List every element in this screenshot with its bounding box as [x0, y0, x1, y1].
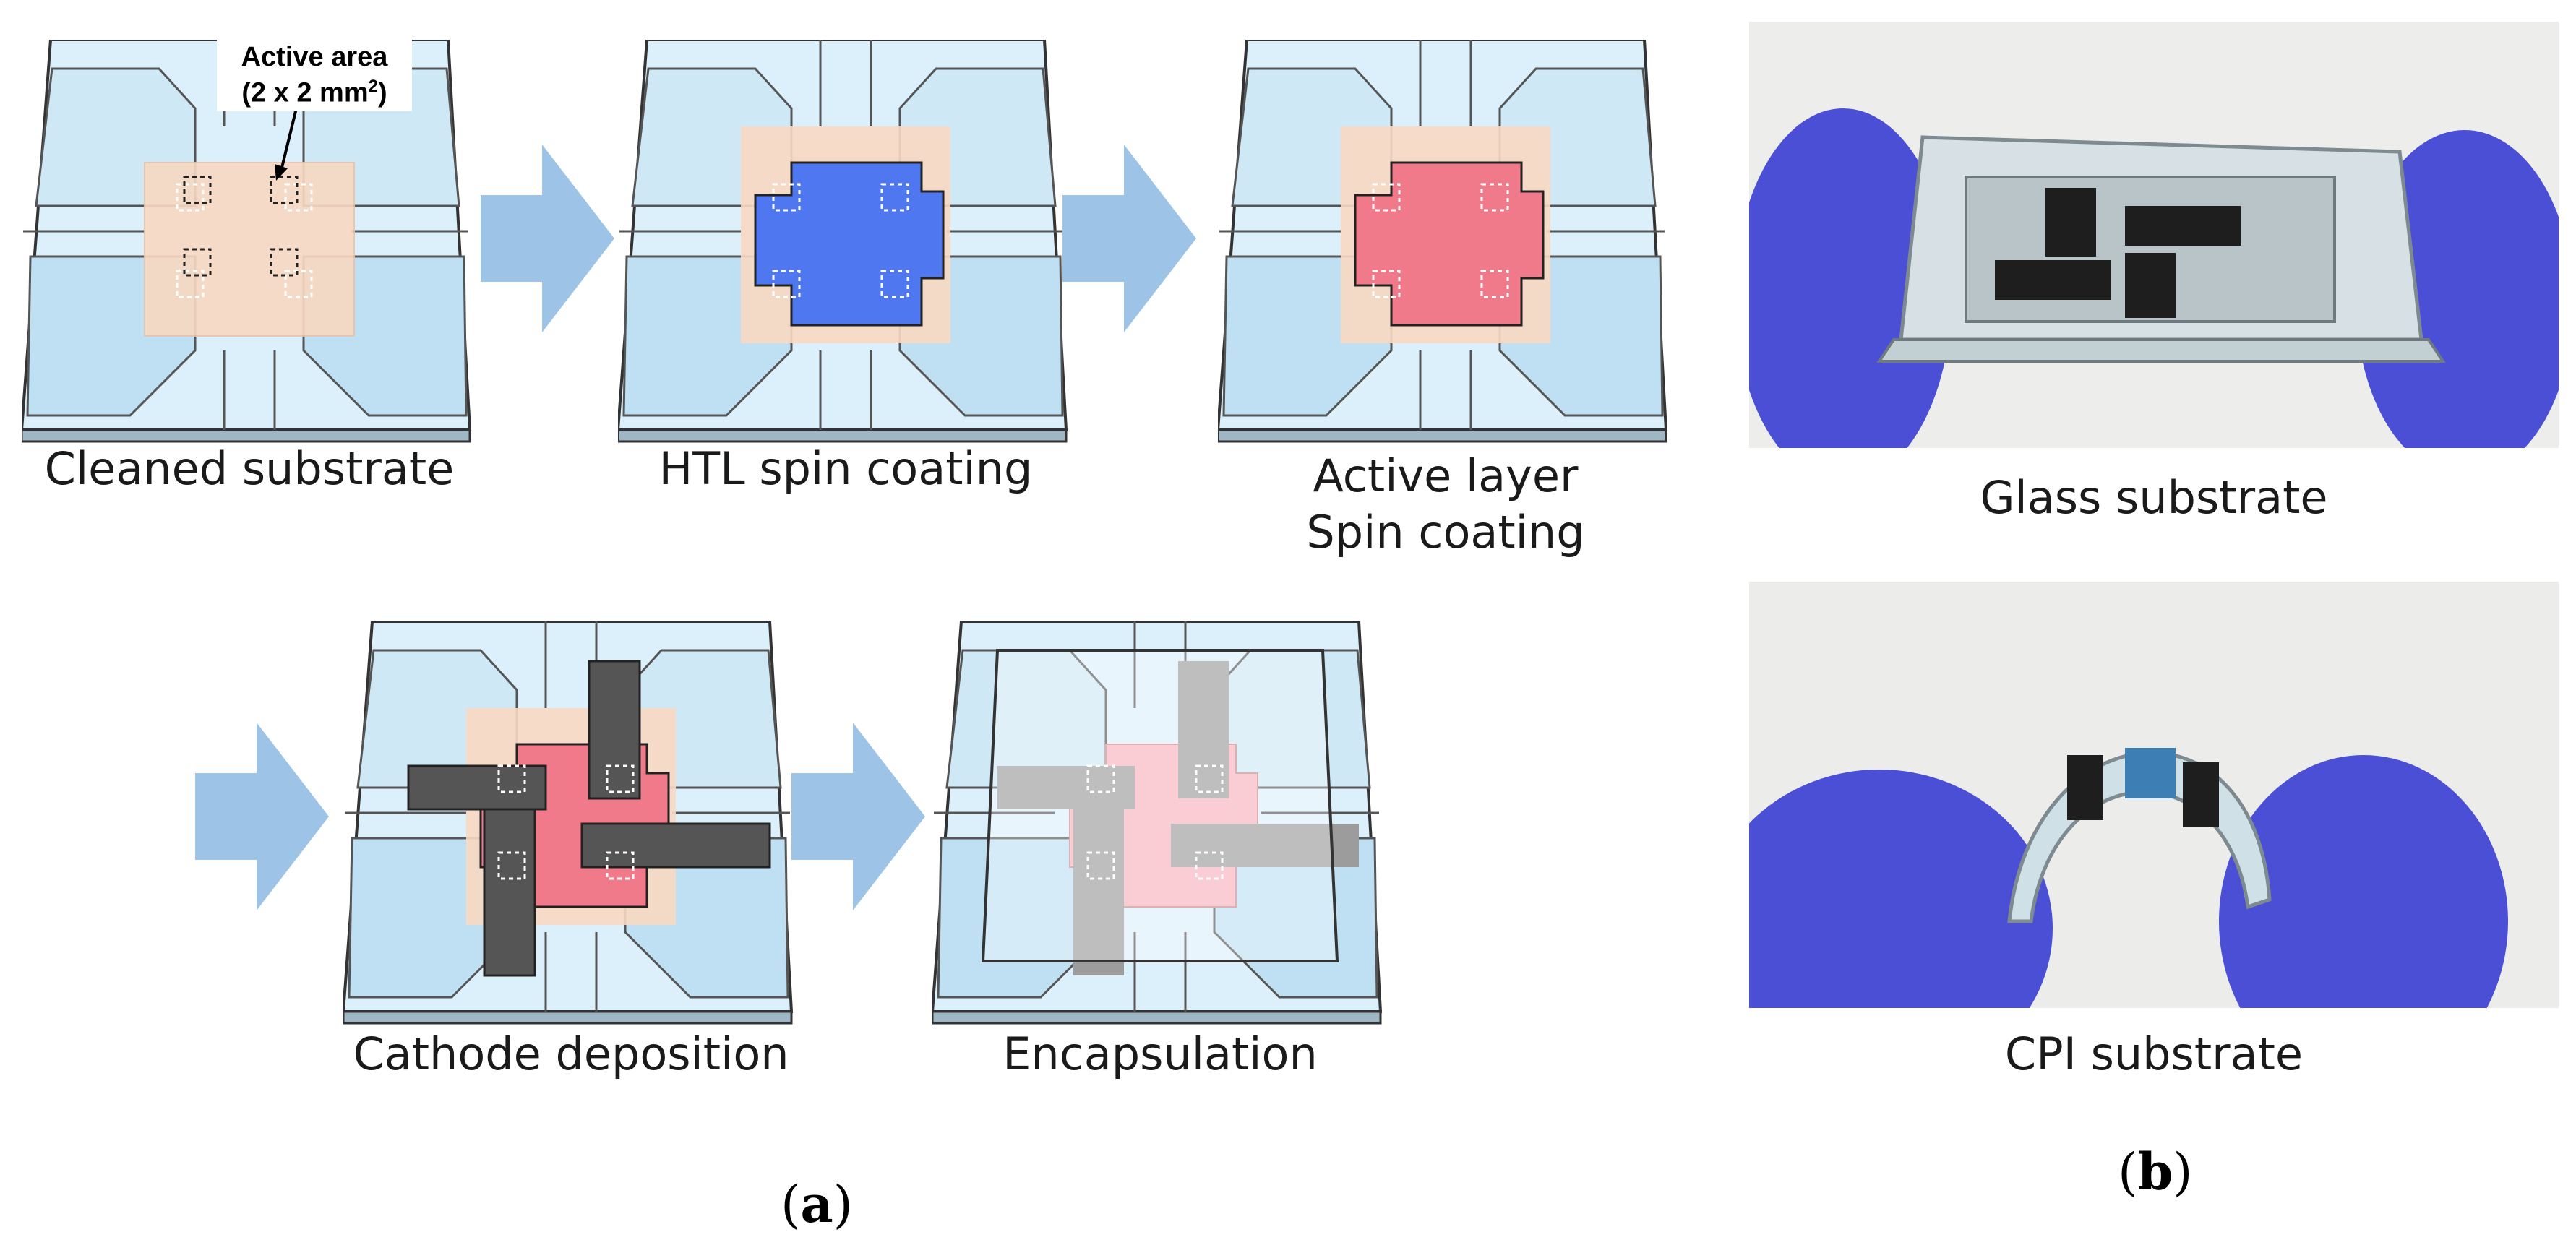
step-label-cathode-deposition: Cathode deposition	[353, 1028, 789, 1080]
arrow-right-icon	[195, 723, 329, 910]
active-area-size: (2 x 2 mm2)	[241, 77, 387, 109]
step-htl-spin-coating	[618, 40, 1073, 452]
step-encapsulation	[932, 621, 1388, 1033]
step-cleaned-substrate: Active area (2 x 2 mm2)	[22, 40, 477, 452]
step-label-encapsulation: Encapsulation	[1003, 1028, 1318, 1080]
photo-label-glass-substrate: Glass substrate	[1980, 471, 2328, 524]
cathode-illustration	[343, 621, 793, 1025]
step-active-layer	[1218, 40, 1673, 452]
step-cathode-deposition	[343, 621, 799, 1033]
htl-substrate-illustration	[618, 40, 1068, 443]
step-label-htl-spin-coating: HTL spin coating	[658, 442, 1033, 495]
panel-b-tag: (b)	[2118, 1142, 2193, 1202]
arrow-right-icon	[481, 145, 614, 332]
arrow-right-icon	[1062, 145, 1196, 332]
arrow-right-icon	[791, 723, 925, 910]
active-area-annotation: Active area (2 x 2 mm2)	[217, 40, 412, 112]
panel-a-tag: (a)	[781, 1174, 853, 1234]
cpi-substrate-photo	[1749, 582, 2559, 1008]
encapsulation-illustration	[932, 621, 1382, 1025]
glass-substrate-photo	[1749, 22, 2559, 448]
active-layer-illustration	[1218, 40, 1667, 443]
photo-label-cpi-substrate: CPI substrate	[2004, 1028, 2304, 1080]
active-area-label: Active area	[241, 42, 388, 72]
step-label-active-layer: Active layer Spin coating	[1306, 449, 1585, 559]
cleaned-substrate-illustration	[22, 40, 471, 443]
step-label-cleaned-substrate: Cleaned substrate	[44, 442, 455, 495]
